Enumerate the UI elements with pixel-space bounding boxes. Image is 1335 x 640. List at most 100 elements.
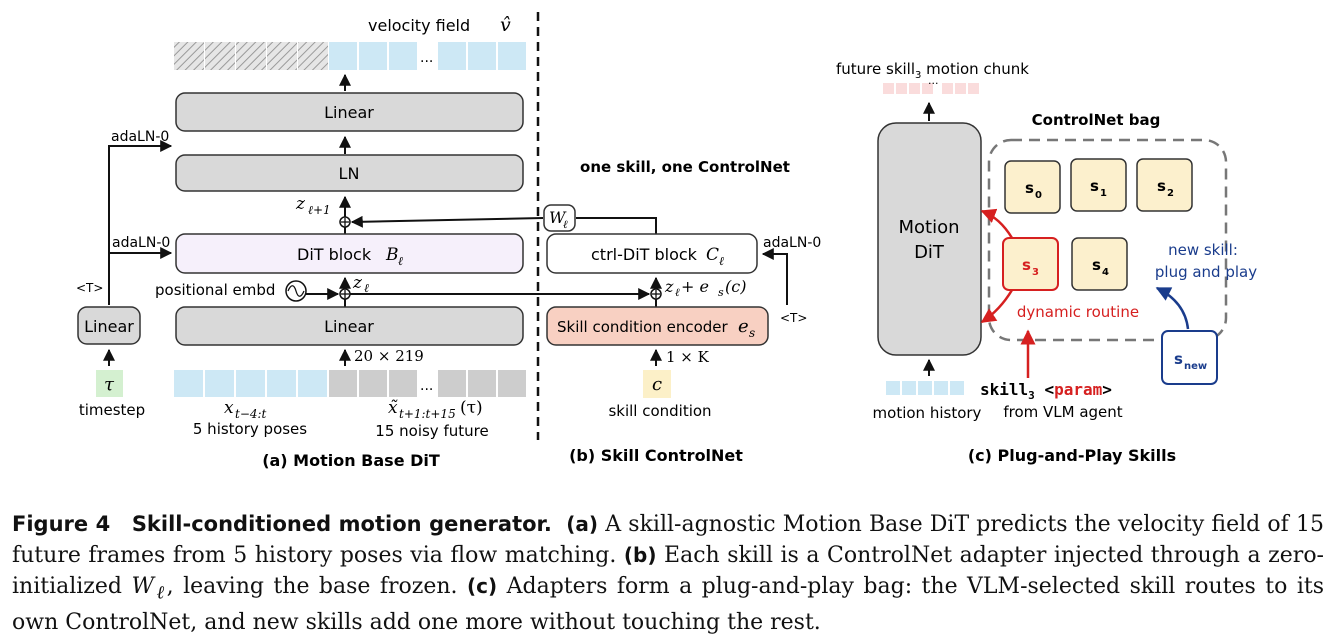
velocity-field-label: velocity field [368,16,470,35]
x-future-symbol: x̃ [388,398,398,418]
caption-text-c: Adapters form a plug-and-play bag: the V… [12,574,1325,636]
svg-text:3: 3 [1032,267,1039,278]
w-sub: ℓ [563,218,568,231]
skill-s3-selected: s 3 [1002,237,1059,291]
route-arrow-lower [980,289,1014,324]
c-dims-label: 1 × K [666,348,710,366]
motion-dit-label-1: Motion [898,217,959,238]
adaln-top-label: adaLN-0 [111,129,169,145]
noisy-token [359,370,387,397]
architecture-diagram: velocity field v̂ ... Linear adaLN-0 LN [76,12,1257,470]
dit-sub: ℓ [398,254,403,268]
svg-text:s: s [1092,256,1101,274]
linear-timestep-block [77,306,141,345]
dit-symbol: B [385,245,399,265]
history-token-c [902,381,916,395]
c-symbol: c [652,374,662,395]
noisy-token [468,370,496,397]
svg-text:s: s [1090,177,1099,195]
ctrl-symbol: C [706,245,719,265]
future-ellipsis: ... [928,74,939,87]
tau-token [96,370,123,397]
skill-s4: s 4 [1071,237,1128,291]
figure-caption: Figure 4 Skill-conditioned motion genera… [12,509,1324,638]
sum-tail: (c) [725,277,746,296]
input-ellipsis: ... [420,378,433,394]
output-token-velocity [359,42,387,70]
encoder-label: Skill condition encoder [557,318,729,336]
linear-timestep-label: Linear [84,317,134,336]
skill-s0: s 0 [1004,160,1061,214]
output-token-hatched [298,42,328,70]
adaln-mid-label: adaLN-0 [112,235,170,251]
svg-text:s: s [1025,179,1034,197]
velocity-token-row: ... [174,42,526,70]
linear-bottom-block [175,306,524,346]
bag-title: ControlNet bag [1032,111,1161,129]
ln-block [175,154,524,192]
ctrl-sub: ℓ [719,254,724,268]
output-token-hatched [174,42,204,70]
history-token [267,370,296,397]
encoder-sub: s [749,326,755,340]
caption-w-sub: ℓ [154,582,167,604]
plug-in-arrow [1155,286,1190,330]
noisy-token [389,370,417,397]
panel-c-caption: (c) Plug-and-Play Skills [968,446,1176,465]
linear-bottom-label: Linear [324,317,374,336]
tau-symbol: τ [104,374,115,395]
panel-b-skill-controlnet: one skill, one ControlNet W ℓ ctrl-DiT b… [350,158,821,465]
ctrl-adaln-line [761,248,788,305]
dit-block [175,233,524,274]
ctrl-adaln-label: adaLN-0 [763,235,821,251]
history-token [205,370,234,397]
positional-embd-label: positional embd [155,281,275,299]
skill-s-new [1161,330,1218,385]
output-token-velocity [389,42,417,70]
z-l-sub: ℓ [364,281,369,295]
history-token [174,370,203,397]
linear-top-label: Linear [324,103,374,122]
ctrl-block-label: ctrl-DiT block [591,245,698,264]
future-token [968,83,979,94]
x-future-arg: (τ) [460,398,483,418]
history-token-c [950,381,964,395]
noisy-token [438,370,466,397]
output-token-hatched [205,42,235,70]
svg-text:4: 4 [1102,267,1109,278]
new-skill-label-2: plug and play [1155,263,1257,281]
svg-text:s: s [1022,256,1031,274]
ln-label: LN [339,164,360,183]
vlm-agent-label: from VLM agent [1003,403,1122,421]
linear-top-block [175,92,524,132]
future-token [909,83,920,94]
history-token-c [886,381,900,395]
svg-text:0: 0 [1035,190,1042,201]
w-zero-init-box [543,204,576,232]
c-token [643,370,671,398]
caption-part-b: (b) [623,543,657,567]
motion-dit-block [877,122,982,356]
caption-title: Skill-conditioned motion generator. [131,512,552,536]
s-new-sub: new [1184,361,1207,372]
sum-rest-sub: s [718,286,724,299]
svg-text:1: 1 [1100,188,1107,199]
z-l-label: z [352,273,363,293]
panel-a-caption: (a) Motion Base DiT [262,451,440,470]
controlnet-injection-line [350,215,544,228]
x-future-sub: t+1:t+15 [399,407,456,421]
sum-z: z [664,277,674,296]
history-label: 5 history poses [193,420,307,438]
skill-encoder-block [546,306,769,346]
z-next-label: z [295,194,306,214]
panel-b-header: one skill, one ControlNet [580,158,790,176]
input-token-row: ... [174,370,526,397]
encoder-symbol: e [738,316,749,337]
motion-history-label: motion history [873,404,982,422]
output-token-hatched [267,42,297,70]
sum-rest: + e [681,277,709,296]
output-token-velocity [438,42,466,70]
history-token-c [934,381,948,395]
input-dims-label: 20 × 219 [354,347,424,365]
sum-z-sub: ℓ [675,286,680,299]
